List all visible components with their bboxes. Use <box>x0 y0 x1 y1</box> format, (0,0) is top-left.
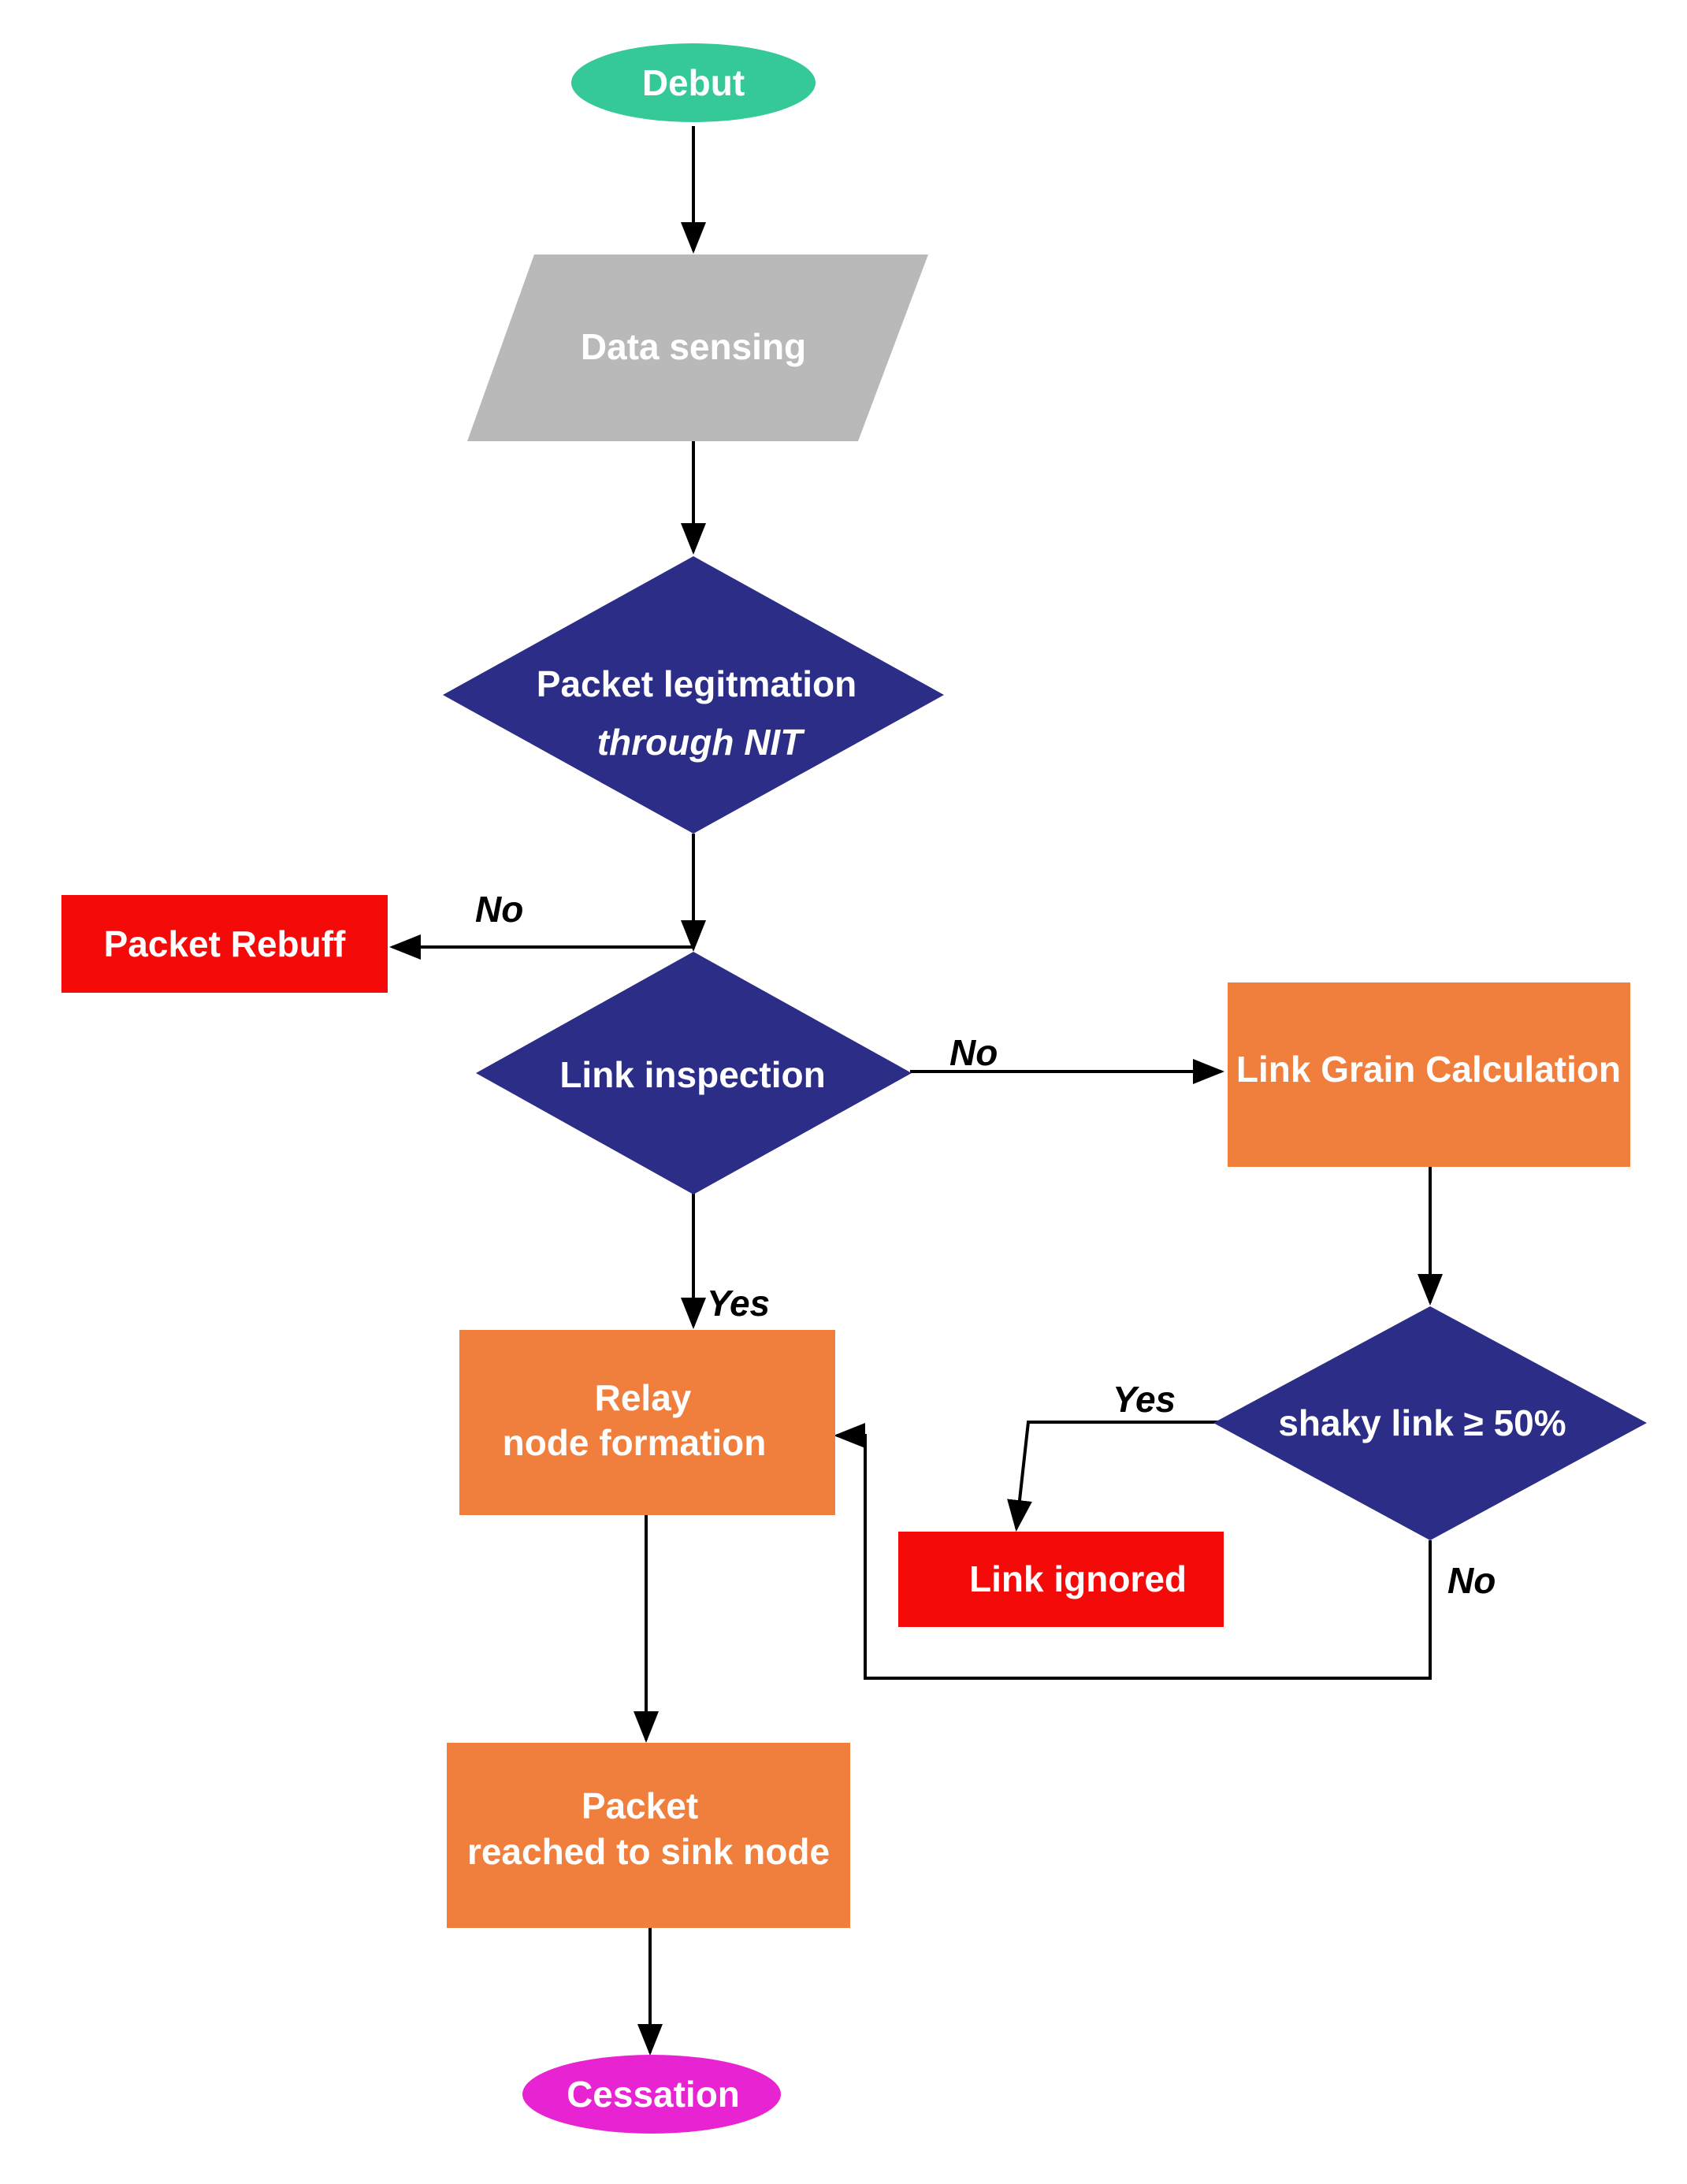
node-link-inspection-label: Link inspection <box>559 1054 825 1095</box>
terminal-start-shape <box>571 43 816 122</box>
node-packet-legitimation-line1: Packet legitmation <box>537 663 857 704</box>
node-packet-reached-line1: Packet <box>582 1785 698 1826</box>
node-cessation: Cessation <box>522 2055 781 2134</box>
reject-shape <box>61 895 388 993</box>
edge-label-inspection-yes: Yes <box>707 1283 770 1324</box>
node-link-inspection: Link inspection <box>476 952 912 1194</box>
node-shaky-link-label: shaky link ≥ 50% <box>1278 1402 1566 1443</box>
node-link-ignored-label: Link ignored <box>969 1558 1187 1599</box>
edge-label-shaky-yes: Yes <box>1113 1379 1176 1420</box>
decision-shape <box>443 556 944 834</box>
edge-shaky-no-to-relay <box>834 1423 1432 1680</box>
node-debut-label: Debut <box>642 62 745 103</box>
decision-shape <box>1213 1306 1647 1540</box>
process-shape <box>447 1743 850 1928</box>
node-link-grain-calculation: Link Grain Calculation <box>1228 982 1630 1167</box>
reject-shape <box>898 1532 1224 1627</box>
node-cessation-label: Cessation <box>567 2074 740 2115</box>
node-relay-node-formation: Relay node formation <box>459 1330 835 1515</box>
node-link-grain-calculation-label: Link Grain Calculation <box>1236 1049 1621 1090</box>
node-packet-rebuff: Packet Rebuff <box>61 895 388 993</box>
node-packet-reached-line2: reached to sink node <box>467 1831 830 1872</box>
node-relay-node-formation-line1: Relay <box>595 1377 692 1418</box>
edge-label-inspection-no: No <box>949 1032 998 1073</box>
node-data-sensing: Data sensing <box>467 254 928 441</box>
node-packet-reached: Packet reached to sink node <box>447 1743 850 1928</box>
node-packet-legitimation: Packet legitmation through NIT <box>443 556 944 834</box>
node-debut: Debut <box>571 43 816 122</box>
edge-labels: No No Yes Yes No <box>475 889 1496 1601</box>
node-packet-legitimation-line2: through NIT <box>597 722 805 763</box>
process-shape <box>1228 982 1630 1167</box>
node-relay-node-formation-line2: node formation <box>503 1422 767 1463</box>
io-shape <box>467 254 928 441</box>
node-packet-rebuff-label: Packet Rebuff <box>104 923 346 964</box>
edge-label-legitimation-no: No <box>475 889 523 930</box>
node-shaky-link: shaky link ≥ 50% <box>1213 1306 1647 1540</box>
edge-label-shaky-no: No <box>1447 1560 1496 1601</box>
edges <box>389 126 1443 2056</box>
terminal-end-shape <box>522 2055 781 2134</box>
edge-shaky-yes-to-ignored <box>1007 1421 1217 1532</box>
node-link-ignored: Link ignored <box>898 1532 1224 1627</box>
decision-shape <box>476 952 912 1194</box>
node-data-sensing-label: Data sensing <box>581 326 806 367</box>
process-shape <box>459 1330 835 1515</box>
